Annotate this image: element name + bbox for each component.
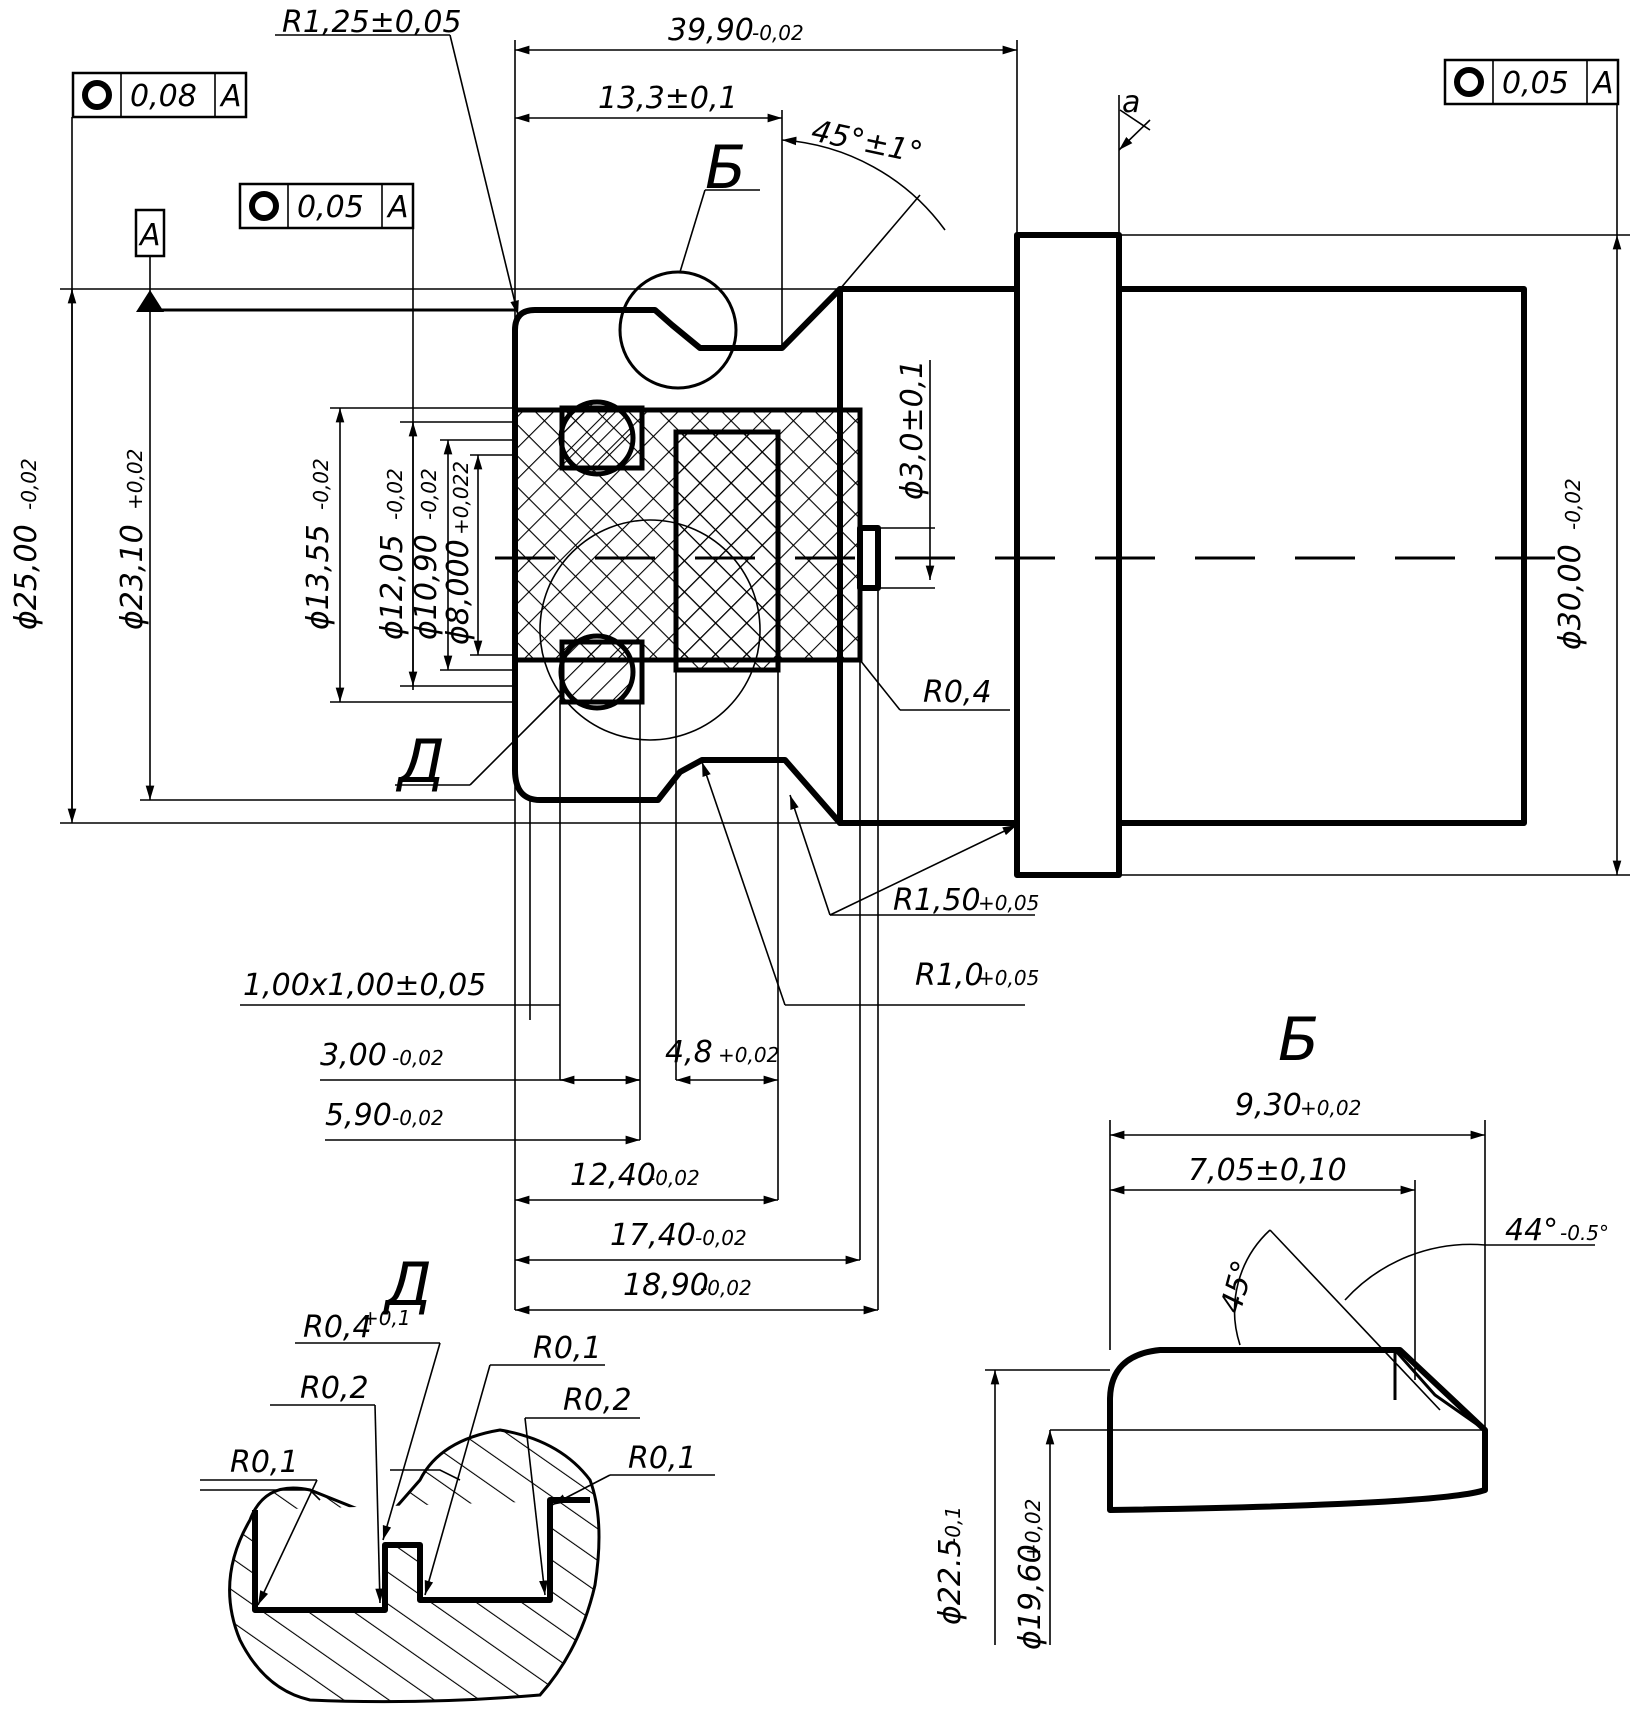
detail-d-label: Д [382,1250,432,1320]
detail-b-label: Б [1278,1005,1319,1075]
dim-l1740-tol: -0,02 [695,1226,747,1250]
dim-l1240: 12,40 [570,1158,656,1193]
dim-l930: 9,30 [1235,1088,1302,1123]
dim-d1960: ϕ19,60 [1013,1544,1048,1650]
dimension-lines [67,45,1622,1315]
dim-l1890: 18,90 [623,1268,709,1303]
dim-d225-tol: -0,1 [941,1506,965,1545]
dim-ch100: 1,00x1,00±0,05 [243,968,486,1003]
dim-l48-tol: +0,02 [718,1043,779,1067]
dim-d30-tol: -0,02 [1561,478,1585,530]
dim-d2310: ϕ23,10 [115,524,150,630]
datum-label: A [138,218,161,253]
dim-d8000: ϕ8,000 [441,539,476,645]
dim-r10-tol: +0,05 [978,966,1039,990]
dim-l48: 4,8 [665,1035,713,1070]
dim-ang45-b: 45° [1214,1257,1262,1317]
dim-r04-d-tol: +0,1 [362,1306,411,1330]
detail-d: Д R0,4 +0,1 R0,2 R0,1 R0,1 R0,2 R0,1 [200,1250,715,1704]
dim-l1890-tol: -0,02 [700,1276,752,1300]
dim-r125: R1,25±0,05 [282,5,462,40]
dim-l1740: 17,40 [610,1218,696,1253]
dim-d1205: ϕ12,05 [375,534,410,640]
tolerance-datum: A [1591,66,1614,101]
view-label-d: Д [395,727,445,797]
dim-d30h: ϕ3,0±0,1 [895,360,930,500]
dim-r150: R1,50 [893,883,981,918]
dim-d25: ϕ25,00 [9,524,44,630]
dim-l3990-tol: -0,02 [752,21,804,45]
dim-r10: R1,0 [915,958,984,993]
circularity-icon [249,191,279,221]
dim-d2310-tol: +0,02 [123,449,147,510]
tolerance-value: 0,05 [1502,66,1569,101]
dim-d1090-tol: -0,02 [417,468,441,520]
extension-lines [60,40,1630,1310]
main-part-outline [495,232,1560,878]
dim-r02a: R0,2 [300,1371,369,1406]
circularity-icon [82,80,112,110]
datum-marker-a: A [134,208,515,312]
circularity-icon [1454,67,1484,97]
tolerance-frame-2: 0,05 A [238,182,415,230]
dim-d1960-tol: +0,02 [1021,1499,1045,1560]
dim-r01a: R0,1 [230,1445,299,1480]
tolerance-frame-1: 0,08 A [71,71,248,119]
dim-r04-d: R0,4 [303,1310,372,1345]
tolerance-datum: A [386,190,409,225]
detail-b: Б 9,30 +0,02 7,05±0,10 44° -0.5° 45° ϕ22… [933,1005,1609,1650]
dim-l3990: 39,90 [668,13,754,48]
dim-l590-tol: -0,02 [392,1106,444,1130]
dim-ang44-tol: -0.5° [1560,1221,1609,1245]
tolerance-value: 0,05 [297,190,364,225]
tolerance-datum: A [219,79,242,114]
dim-r02b: R0,2 [563,1383,632,1418]
dim-r01b: R0,1 [533,1331,602,1366]
dim-d30: ϕ30,00 [1553,544,1588,650]
dim-d1355: ϕ13,55 [301,524,336,630]
surface-label: a [1122,85,1140,120]
dim-d1205-tol: -0,02 [383,468,407,520]
dim-r150-tol: +0,05 [978,891,1039,915]
dim-ang44: 44° [1505,1213,1558,1248]
dim-r01c: R0,1 [628,1441,697,1476]
tolerance-value: 0,08 [130,79,197,114]
dim-d1090: ϕ10,90 [409,534,444,640]
dim-d25-tol: -0,02 [17,458,41,510]
tolerance-frame-3: 0,05 A [1443,58,1620,106]
dim-l590: 5,90 [325,1098,392,1133]
dim-d225: ϕ22.5 [933,1538,968,1625]
dim-l300-tol: -0,02 [392,1046,444,1070]
dim-d8000-tol: +0,022 [449,461,473,535]
dim-l1240-tol: -0,02 [648,1166,700,1190]
dim-l133: 13,3±0,1 [598,81,738,116]
dim-l705: 7,05±0,10 [1188,1153,1347,1188]
dim-l300: 3,00 [320,1038,387,1073]
leader-lines [275,34,1151,1006]
dim-l930-tol: +0,02 [1300,1096,1361,1120]
dim-d1355-tol: -0,02 [309,458,333,510]
dim-r04: R0,4 [923,675,992,710]
view-label-b: Б [705,133,746,203]
